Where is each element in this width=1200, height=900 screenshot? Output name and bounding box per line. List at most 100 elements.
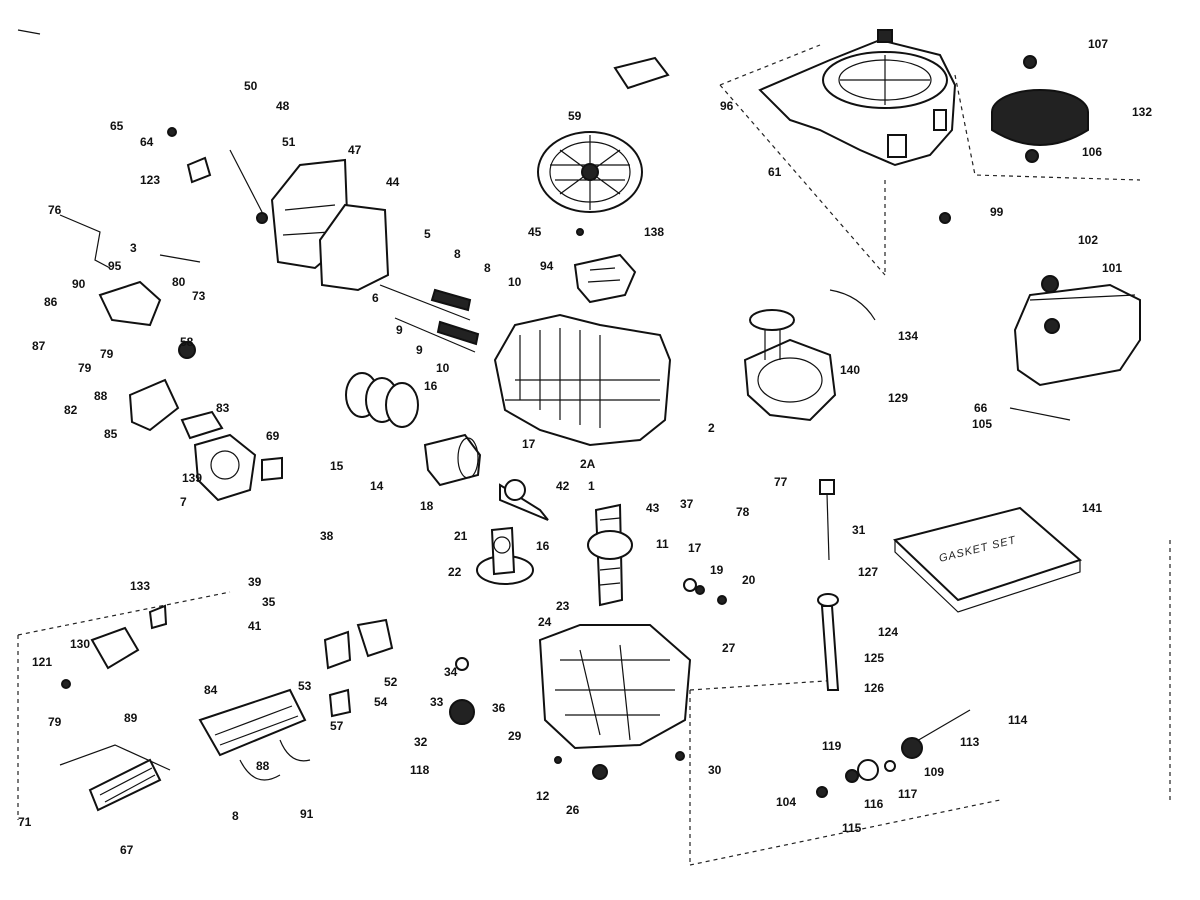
part-label-11: 11 bbox=[656, 537, 669, 551]
part-label-138: 138 bbox=[644, 225, 664, 239]
carburetor bbox=[128, 341, 283, 502]
part-label-52: 52 bbox=[384, 675, 398, 689]
part-label-45: 45 bbox=[528, 225, 542, 239]
part-label-113: 113 bbox=[960, 735, 980, 749]
part-label-27: 27 bbox=[722, 641, 736, 655]
part-label-114: 114 bbox=[1008, 713, 1028, 727]
part-label-83: 83 bbox=[216, 401, 230, 415]
part-label-58: 58 bbox=[180, 335, 194, 349]
part-label-2: 2 bbox=[708, 421, 715, 435]
part-label-7: 7 bbox=[180, 495, 187, 509]
dashed-outline bbox=[17, 29, 1171, 866]
camshaft bbox=[476, 526, 534, 585]
part-label-115: 115 bbox=[842, 821, 862, 835]
part-label-91: 91 bbox=[300, 807, 314, 821]
part-label-134: 134 bbox=[898, 329, 918, 343]
small-plate bbox=[613, 56, 670, 90]
part-label-8b: 8 bbox=[484, 261, 491, 275]
flywheel bbox=[537, 131, 643, 213]
part-label-139: 139 bbox=[182, 471, 202, 485]
part-label-51: 51 bbox=[282, 135, 296, 149]
ignition-module bbox=[573, 253, 637, 304]
part-label-71: 71 bbox=[18, 815, 32, 829]
part-label-126: 126 bbox=[864, 681, 884, 695]
part-label-84: 84 bbox=[204, 683, 218, 697]
part-label-95: 95 bbox=[108, 259, 122, 273]
part-label-65: 65 bbox=[110, 119, 124, 133]
part-label-127: 127 bbox=[858, 565, 878, 579]
part-label-86: 86 bbox=[44, 295, 58, 309]
part-label-107: 107 bbox=[1088, 37, 1108, 51]
part-label-130: 130 bbox=[70, 637, 90, 651]
part-label-36: 36 bbox=[492, 701, 506, 715]
part-label-47: 47 bbox=[348, 143, 362, 157]
part-label-44: 44 bbox=[386, 175, 400, 189]
part-label-69: 69 bbox=[266, 429, 280, 443]
part-label-43: 43 bbox=[646, 501, 660, 515]
part-label-15: 15 bbox=[330, 459, 344, 473]
part-label-88: 88 bbox=[94, 389, 108, 403]
part-label-10a: 10 bbox=[508, 275, 522, 289]
part-label-5: 5 bbox=[424, 227, 431, 241]
part-label-116: 116 bbox=[864, 797, 884, 811]
exhaust-pipe bbox=[59, 744, 171, 812]
part-label-124: 124 bbox=[878, 625, 898, 639]
part-label-141: 141 bbox=[1082, 501, 1102, 515]
crankshaft bbox=[587, 503, 633, 607]
part-label-73: 73 bbox=[192, 289, 206, 303]
part-label-118: 118 bbox=[410, 763, 430, 777]
part-label-33: 33 bbox=[430, 695, 444, 709]
intake-elbow bbox=[90, 604, 168, 670]
part-label-123: 123 bbox=[140, 173, 160, 187]
part-label-21: 21 bbox=[454, 529, 468, 543]
part-label-32: 32 bbox=[414, 735, 428, 749]
sump-cover bbox=[538, 624, 692, 750]
piston-rings bbox=[345, 372, 419, 428]
part-label-41: 41 bbox=[248, 619, 262, 633]
part-label-8c: 8 bbox=[232, 809, 239, 823]
part-label-90: 90 bbox=[72, 277, 86, 291]
part-label-34: 34 bbox=[444, 665, 458, 679]
part-label-79b: 79 bbox=[78, 361, 92, 375]
bracket-parts bbox=[323, 618, 394, 718]
part-label-104: 104 bbox=[776, 795, 796, 809]
part-label-109: 109 bbox=[924, 765, 944, 779]
part-label-96: 96 bbox=[720, 99, 734, 113]
gasket-set: GASKET SET bbox=[893, 506, 1082, 613]
part-label-18: 18 bbox=[420, 499, 434, 513]
part-label-133: 133 bbox=[130, 579, 150, 593]
part-label-54: 54 bbox=[374, 695, 388, 709]
part-label-87: 87 bbox=[32, 339, 46, 353]
part-label-23: 23 bbox=[556, 599, 570, 613]
air-cleaner bbox=[991, 55, 1089, 163]
blower-housing bbox=[758, 29, 957, 167]
part-label-79a: 79 bbox=[100, 347, 114, 361]
part-label-61: 61 bbox=[768, 165, 782, 179]
part-label-101: 101 bbox=[1102, 261, 1122, 275]
governor-gear bbox=[449, 657, 475, 725]
part-label-53: 53 bbox=[298, 679, 312, 693]
connecting-rod bbox=[499, 479, 549, 521]
part-label-79c: 79 bbox=[48, 715, 62, 729]
part-label-99: 99 bbox=[990, 205, 1004, 219]
part-label-16b: 16 bbox=[536, 539, 550, 553]
part-label-119: 119 bbox=[822, 739, 842, 753]
part-label-29: 29 bbox=[508, 729, 522, 743]
part-label-14: 14 bbox=[370, 479, 384, 493]
part-label-9b: 9 bbox=[416, 343, 423, 357]
part-label-26: 26 bbox=[566, 803, 580, 817]
part-label-140: 140 bbox=[840, 363, 860, 377]
part-label-42: 42 bbox=[556, 479, 570, 493]
part-label-2A: 2A bbox=[580, 457, 596, 471]
pulley-assembly bbox=[816, 709, 971, 798]
part-label-106: 106 bbox=[1082, 145, 1102, 159]
part-label-85: 85 bbox=[104, 427, 118, 441]
muffler bbox=[198, 688, 311, 781]
part-label-76: 76 bbox=[48, 203, 62, 217]
part-label-89: 89 bbox=[124, 711, 138, 725]
part-label-39: 39 bbox=[248, 575, 262, 589]
piston bbox=[423, 433, 482, 487]
dipstick bbox=[817, 479, 840, 691]
part-label-129: 129 bbox=[888, 391, 908, 405]
